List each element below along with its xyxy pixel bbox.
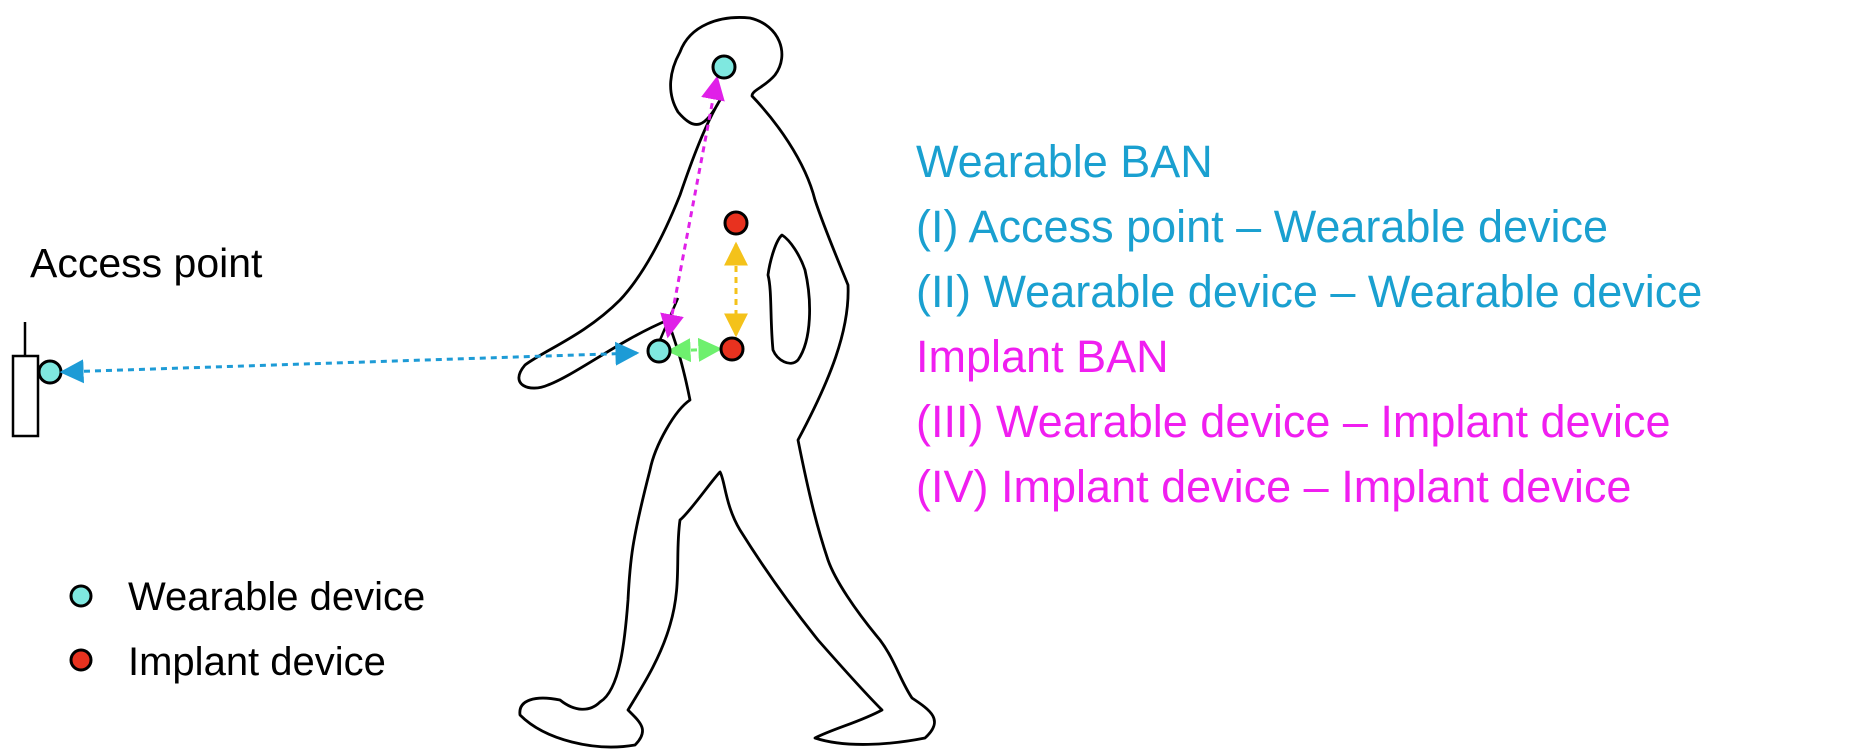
ban-item-1: (I) Access point – Wearable device xyxy=(916,201,1608,252)
legend-implant-icon xyxy=(71,650,91,670)
ban-item-2: (II) Wearable device – Wearable device xyxy=(916,266,1702,317)
legend-wearable-label: Wearable device xyxy=(128,575,425,619)
implant-device-abdomen xyxy=(721,338,743,360)
wearable-device-waist xyxy=(648,340,670,362)
ban-item-3-text: Wearable device – Implant device xyxy=(996,396,1671,447)
ban-item-3: (III) Wearable device – Implant device xyxy=(916,396,1671,447)
wearable-ban-header: Wearable BAN xyxy=(916,136,1213,187)
access-point-box xyxy=(13,356,38,436)
access-point xyxy=(13,322,61,436)
body-silhouette xyxy=(519,17,935,746)
ban-list: Wearable BAN (I) Access point – Wearable… xyxy=(916,136,1702,512)
ban-item-4-num: IV xyxy=(931,461,974,512)
ban-item-4-text: Implant device – Implant device xyxy=(1001,461,1631,512)
ban-item-2-num: II xyxy=(931,266,956,317)
legend: Wearable device Implant device xyxy=(71,575,425,684)
human-body xyxy=(519,17,935,746)
access-point-wearable-device xyxy=(39,361,61,383)
ban-item-4: (IV) Implant device – Implant device xyxy=(916,461,1631,512)
legend-implant-label: Implant device xyxy=(128,640,386,684)
ban-item-2-text: Wearable device – Wearable device xyxy=(984,266,1703,317)
ban-item-3-num: III xyxy=(931,396,969,447)
wearable-device-head xyxy=(713,56,735,78)
implant-device-chest xyxy=(725,212,747,234)
legend-wearable-icon xyxy=(71,586,91,606)
implant-ban-header: Implant BAN xyxy=(916,331,1169,382)
ban-item-1-num: I xyxy=(931,201,944,252)
access-point-label: Access point xyxy=(30,240,263,286)
ban-item-1-text: Access point – Wearable device xyxy=(969,201,1609,252)
